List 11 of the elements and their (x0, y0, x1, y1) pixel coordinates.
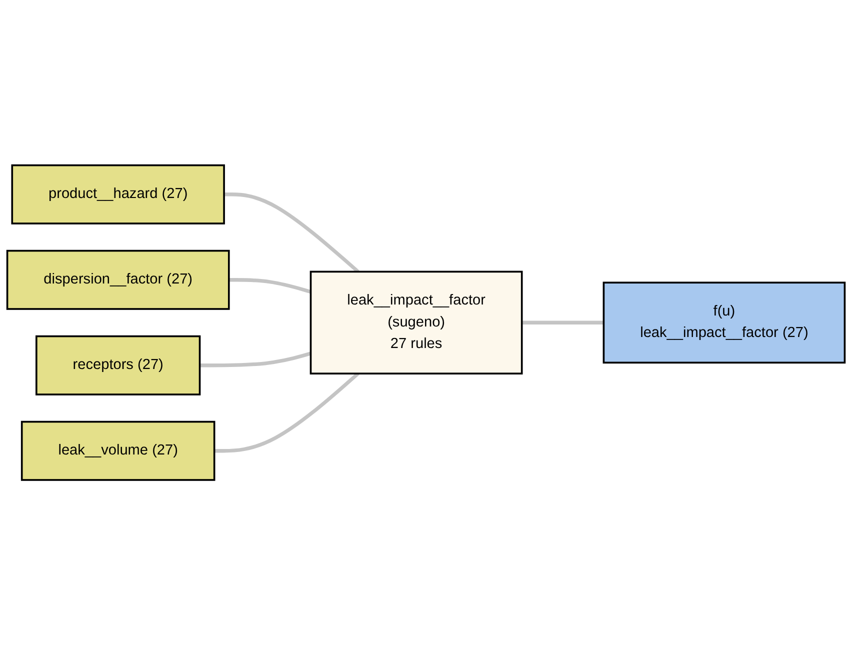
node-box: dispersion__factor (27) (6, 250, 230, 310)
connector (522, 321, 604, 325)
node-box: receptors (27) (36, 336, 201, 396)
node-box: leak__impact__factor (sugeno) 27 rules (310, 271, 523, 375)
node-box: leak__volume (27) (20, 421, 216, 482)
connector (200, 352, 312, 368)
connector (228, 278, 312, 294)
connector (214, 372, 360, 454)
connector (224, 192, 360, 274)
node-box: f(u) leak__impact__factor (27) (602, 282, 846, 364)
node-box: product__hazard (27) (11, 164, 225, 225)
